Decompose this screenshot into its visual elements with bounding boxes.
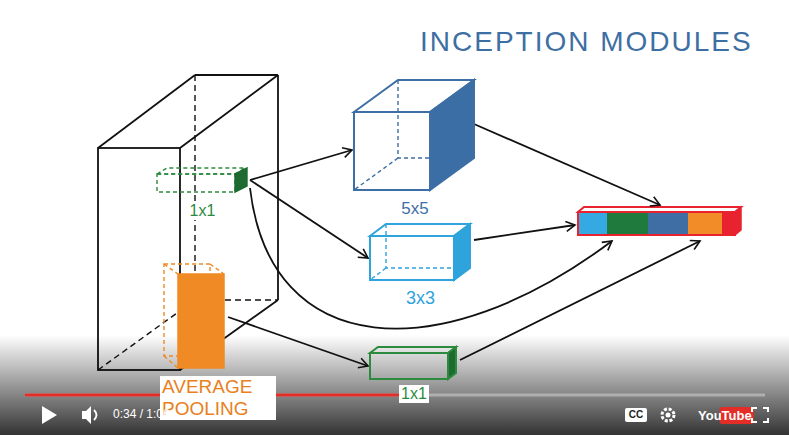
cc-icon	[625, 408, 647, 422]
fullscreen-corner	[752, 418, 757, 422]
hidden-edge	[194, 75, 195, 300]
node-label: 5x5	[399, 199, 430, 219]
volume-edge	[98, 75, 195, 148]
shape-part	[164, 356, 178, 368]
shape-part	[354, 158, 398, 190]
volume-edge	[195, 74, 278, 76]
arrow-to-concat	[474, 225, 575, 240]
settings-icon	[662, 409, 674, 421]
fullscreen-corner	[752, 408, 757, 412]
fullscreen-icon	[752, 408, 768, 422]
concat-outline	[578, 212, 735, 235]
youtube-logo-box	[720, 407, 754, 424]
node-label: 1x1	[188, 202, 218, 220]
volume-icon	[82, 406, 91, 424]
shape-part	[448, 347, 456, 379]
shape-part	[454, 224, 470, 280]
shape-part	[370, 353, 448, 379]
concat-segment	[648, 212, 688, 235]
conv-1x1-block-outline	[368, 345, 460, 381]
video-time: 0:34 / 1:06	[113, 407, 170, 421]
average-pooling-patch-outline	[160, 262, 228, 372]
shape-part	[164, 264, 178, 274]
cc-label: CC	[625, 408, 647, 422]
concat-segment	[722, 212, 735, 235]
shape-part	[235, 168, 247, 192]
concat-top	[578, 207, 741, 212]
hidden-edge	[195, 299, 278, 300]
shape-part	[210, 264, 224, 274]
shape-part	[354, 80, 474, 112]
shape-part	[398, 80, 474, 158]
shape-part	[386, 224, 470, 268]
concat-end	[735, 207, 741, 235]
volume-wave	[94, 410, 97, 420]
shape-part	[370, 224, 470, 236]
shape-part	[370, 268, 386, 280]
diagram-title: INCEPTION MODULES	[420, 26, 753, 58]
conv-1x1-patch-outline	[155, 166, 250, 194]
player-controls	[25, 395, 768, 424]
shape-part	[164, 264, 210, 356]
volume-edge	[277, 75, 279, 300]
node-label: 3x3	[404, 288, 437, 309]
conv-5x5-block: 5x5	[352, 78, 478, 193]
node-label: AVERAGE POOLING	[160, 376, 276, 420]
conv-5x5-block-outline	[352, 78, 478, 193]
conv-3x3-block-outline	[368, 222, 473, 282]
concat-segment	[578, 212, 607, 235]
shape-part	[354, 112, 430, 190]
arrow-to-concat	[474, 124, 660, 205]
concat-arrows	[250, 124, 700, 360]
fullscreen-corner	[763, 418, 768, 422]
play-icon	[42, 406, 57, 424]
average-pooling-patch: AVERAGE POOLING	[160, 262, 228, 372]
conv-1x1-patch: 1x1	[155, 166, 250, 194]
connector-arrow	[250, 180, 368, 258]
shape-part	[370, 347, 456, 353]
conv-3x3-block: 3x3	[368, 222, 473, 282]
shape-part	[178, 274, 224, 368]
connector-arrow	[228, 317, 368, 366]
shape-part	[370, 236, 454, 280]
fullscreen-corner	[763, 408, 768, 412]
node-label: 1x1	[399, 385, 429, 403]
progress-played	[25, 394, 400, 397]
conv-1x1-block: 1x1	[368, 345, 460, 381]
concat-segment	[607, 212, 648, 235]
shape-part	[430, 80, 474, 190]
settings-icon-hub	[666, 413, 671, 418]
arrow-to-concat	[250, 188, 612, 329]
connector-arrow	[250, 150, 352, 180]
progress-track	[25, 394, 765, 397]
shape-part	[157, 174, 235, 192]
player-shade	[0, 335, 789, 435]
shape-part	[157, 168, 245, 174]
concat-output	[578, 207, 741, 235]
youtube-logo: YouTube	[698, 407, 752, 424]
concat-segment	[688, 212, 722, 235]
